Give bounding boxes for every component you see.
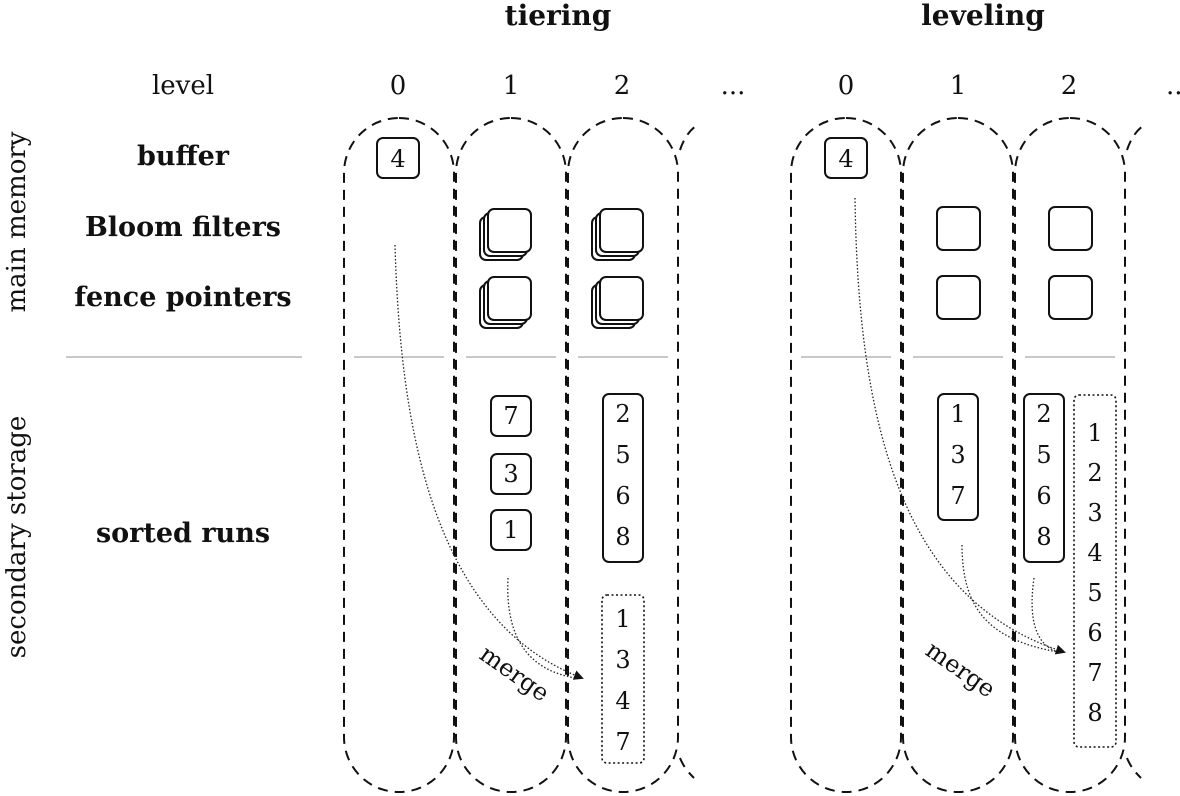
leveling-level2-run-v2: 6 — [1036, 482, 1051, 510]
tiering-column-more — [679, 125, 697, 151]
leveling-level-2: 2 — [1061, 71, 1078, 101]
tiering-heading: tiering — [505, 0, 612, 32]
leveling-merged-run-v5: 6 — [1087, 619, 1102, 647]
tiering-level2-run-v2: 6 — [615, 482, 630, 510]
leveling-level2-run-v0: 2 — [1036, 400, 1051, 428]
tiering-column-level-1 — [455, 117, 567, 793]
leveling-merge-label: merge — [921, 636, 1001, 704]
secondary-storage-label: secondary storage — [2, 416, 32, 659]
tiering-fence-pointer-stack-level-1 — [479, 276, 532, 329]
leveling-column-more — [1126, 125, 1144, 151]
tiering-fence-pointer-stack-level-2 — [591, 276, 644, 329]
tiering-section: 0 1 2 ... 4 — [66, 71, 746, 793]
leveling-merged-run-v2: 3 — [1087, 499, 1102, 527]
tiering-column-level-0 — [343, 117, 455, 793]
leveling-buffer-value: 4 — [838, 145, 853, 173]
leveling-level-1: 1 — [950, 71, 967, 101]
leveling-level-0: 0 — [838, 71, 855, 101]
leveling-heading: leveling — [921, 0, 1045, 32]
tiering-level2-run-v3: 8 — [615, 523, 630, 551]
leveling-merged-run-v3: 4 — [1087, 539, 1102, 567]
tiering-level1-run-b-value: 3 — [503, 460, 518, 488]
tiering-column-level-2 — [567, 117, 679, 793]
leveling-merge-curve-from-level1 — [961, 544, 1059, 653]
tiering-column-more-bottom — [679, 757, 695, 779]
bloom-filters-row-label: Bloom filters — [85, 212, 281, 243]
tiering-level-more: ... — [721, 71, 746, 101]
tiering-level1-run-a — [490, 395, 532, 437]
tiering-merged-run-v0: 1 — [615, 605, 630, 633]
leveling-fence-pointer-level-2 — [1048, 275, 1093, 320]
tiering-merge-label: merge — [475, 640, 555, 708]
leveling-column-level-2 — [1014, 117, 1126, 793]
buffer-row-label: buffer — [137, 141, 230, 172]
level-row-label: level — [152, 71, 214, 101]
tiering-buffer-value: 4 — [390, 145, 405, 173]
main-memory-label: main memory — [2, 131, 32, 312]
leveling-buffer-box — [824, 137, 868, 179]
tiering-merged-run-v2: 4 — [615, 687, 630, 715]
tiering-level2-run-v0: 2 — [615, 400, 630, 428]
leveling-level1-run-v1: 3 — [950, 441, 965, 469]
leveling-merged-run-v0: 1 — [1087, 419, 1102, 447]
leveling-column-more-bottom — [1126, 757, 1142, 779]
tiering-merge-curve-from-buffer — [394, 244, 584, 680]
leveling-merged-run-v7: 8 — [1087, 699, 1102, 727]
tiering-merge-curve-from-level1 — [507, 577, 576, 679]
leveling-merged-run-v4: 5 — [1087, 579, 1102, 607]
leveling-fence-pointer-level-1 — [936, 275, 981, 320]
leveling-level1-run-v2: 7 — [950, 482, 965, 510]
leveling-level1-run — [937, 393, 979, 521]
leveling-level1-run-v0: 1 — [950, 400, 965, 428]
leveling-column-level-1 — [902, 117, 1014, 793]
tiering-level1-run-c-value: 1 — [503, 516, 518, 544]
sorted-runs-row-label: sorted runs — [96, 518, 270, 549]
tiering-level1-run-a-value: 7 — [503, 402, 518, 430]
tiering-level1-run-c — [490, 509, 532, 551]
leveling-section: 0 1 2 .. 4 1 3 7 2 5 6 8 — [790, 71, 1180, 793]
fence-pointers-row-label: fence pointers — [74, 282, 291, 313]
leveling-merged-run-v1: 2 — [1087, 459, 1102, 487]
tiering-merged-run — [601, 594, 645, 764]
tiering-level-0: 0 — [390, 71, 407, 101]
tiering-level1-run-b — [490, 453, 532, 495]
tiering-level-2: 2 — [614, 71, 631, 101]
tiering-bloom-filter-stack-level-2 — [591, 208, 644, 261]
tiering-level2-run-v1: 5 — [615, 441, 630, 469]
leveling-bloom-filter-level-1 — [936, 206, 981, 251]
tiering-bloom-filter-stack-level-1 — [479, 208, 532, 261]
tiering-merged-run-v3: 7 — [615, 728, 630, 756]
leveling-merged-run-v6: 7 — [1087, 659, 1102, 687]
leveling-level2-run-v3: 8 — [1036, 523, 1051, 551]
leveling-level-more: .. — [1166, 71, 1180, 101]
leveling-level2-run-v1: 5 — [1036, 441, 1051, 469]
leveling-column-level-0 — [790, 117, 902, 793]
leveling-merged-run — [1073, 394, 1117, 748]
leveling-bloom-filter-level-2 — [1048, 206, 1093, 251]
leveling-level2-run — [1023, 393, 1065, 563]
tiering-level-1: 1 — [503, 71, 520, 101]
leveling-merge-curve-from-level2 — [1031, 577, 1059, 653]
tiering-buffer-box — [376, 137, 420, 179]
tiering-level2-run — [602, 393, 644, 563]
tiering-merged-run-v1: 3 — [615, 646, 630, 674]
